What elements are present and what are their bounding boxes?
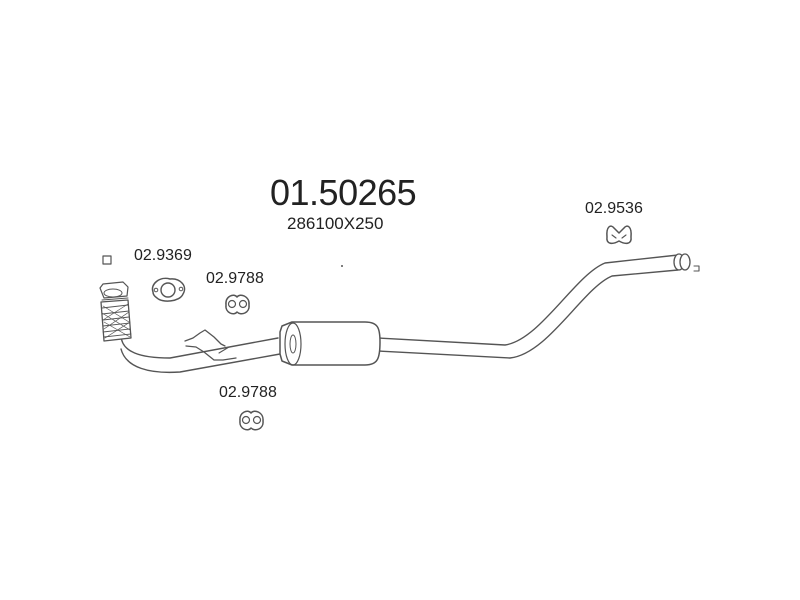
rear-hanger-part-number: 02.9536 xyxy=(585,200,643,217)
center-silencer xyxy=(279,321,381,366)
rear-hanger-icon xyxy=(606,225,632,245)
mount-upper-part-number: 02.9788 xyxy=(206,270,264,287)
hanger-bracket xyxy=(184,329,237,361)
marker-dot xyxy=(341,265,343,267)
tail-pipe-end xyxy=(673,253,700,272)
gasket-part-number: 02.9369 xyxy=(134,247,192,264)
marker-square xyxy=(102,255,112,265)
exhaust-pipe xyxy=(120,254,679,374)
gasket-icon xyxy=(151,277,186,302)
flex-bellows xyxy=(100,299,132,342)
part-number: 01.50265 xyxy=(270,172,417,213)
mount-lower-part-number: 02.9788 xyxy=(219,384,277,401)
dimensions-label: 286100X250 xyxy=(287,214,384,233)
rubber-mount-icon xyxy=(239,410,264,431)
front-flange xyxy=(99,281,129,301)
rubber-mount-icon xyxy=(225,294,250,315)
